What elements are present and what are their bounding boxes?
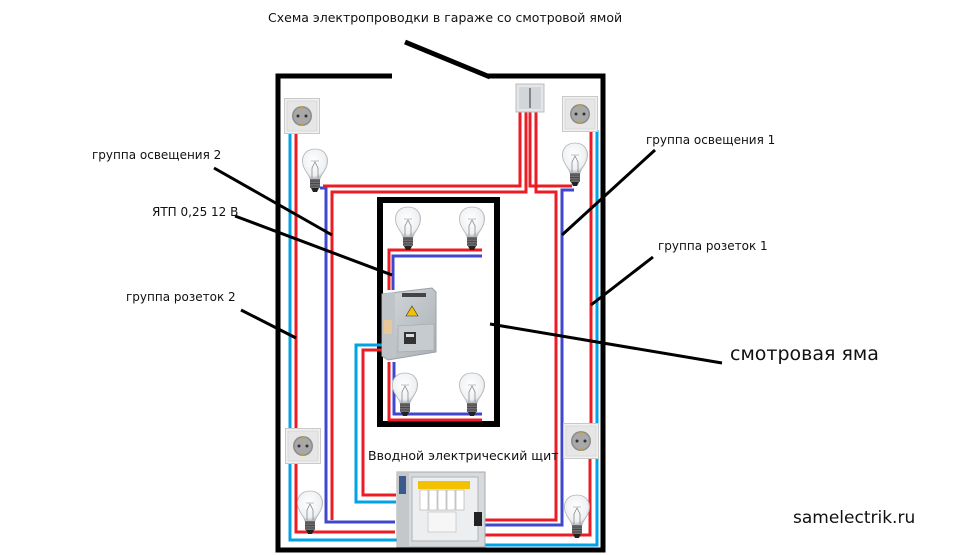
main-distribution-panel (396, 471, 486, 548)
pit-lamp-lower-right (459, 372, 485, 417)
lighting-group-1-switch-leg (528, 110, 572, 188)
socket-bottom-right (563, 423, 599, 459)
label-transformer: ЯТП 0,25 12 В (152, 205, 239, 219)
socket-bottom-left (285, 428, 321, 464)
pit-upper-neutral (391, 254, 482, 290)
lighting-group-2-neutral (320, 186, 395, 524)
inspection-pit (377, 197, 500, 427)
pit-lamp-upper-right (459, 206, 485, 251)
double-switch (515, 83, 545, 113)
garage-walls (275, 39, 606, 553)
lighting-group-1-neutral (478, 188, 574, 527)
label-lighting-group-2: группа освещения 2 (92, 148, 222, 162)
lamp-top-right (562, 142, 588, 187)
lamp-bottom-left (297, 490, 323, 535)
socket-group-1-neutral (470, 130, 599, 547)
leader-socket-group-1 (590, 255, 654, 307)
leader-socket-group-2 (240, 308, 297, 340)
leader-lighting-group-2 (213, 166, 333, 237)
socket-group-1-phase-bottom (478, 458, 592, 537)
garage-outline (275, 73, 606, 553)
leader-inspection-pit (489, 322, 723, 365)
pit-upper-phase (387, 248, 482, 290)
switch-feed-left (323, 110, 522, 188)
transformer-box (381, 287, 437, 361)
label-inspection-pit: смотровая яма (730, 343, 879, 365)
watermark: samelectrik.ru (793, 508, 916, 528)
pit-lamp-upper-left (395, 206, 421, 251)
socket-group-2-phase-bottom (294, 460, 395, 534)
label-socket-group-1: группа розеток 1 (658, 239, 768, 253)
leader-lighting-group-1 (560, 148, 657, 237)
leader-transformer (234, 214, 393, 277)
socket-top-left (284, 98, 320, 134)
label-main-panel: Вводной электрический щит (368, 448, 559, 463)
garage-door (404, 39, 491, 80)
label-socket-group-2: группа розеток 2 (126, 290, 236, 304)
socket-top-right (562, 96, 598, 132)
diagram-title: Схема электропроводки в гараже со смотро… (268, 10, 623, 25)
wires (288, 110, 599, 547)
label-lighting-group-1: группа освещения 1 (646, 133, 776, 147)
lamp-bottom-right (564, 494, 590, 539)
lighting-group-2-phase (330, 110, 528, 520)
lighting-group-1-phase (478, 110, 558, 522)
pit-lower-phase (387, 362, 482, 422)
transformer-feed-phase (361, 348, 396, 497)
pit-lamp-lower-left (392, 372, 418, 417)
transformer-feed-neutral (354, 343, 396, 504)
leader-lines (213, 148, 723, 365)
